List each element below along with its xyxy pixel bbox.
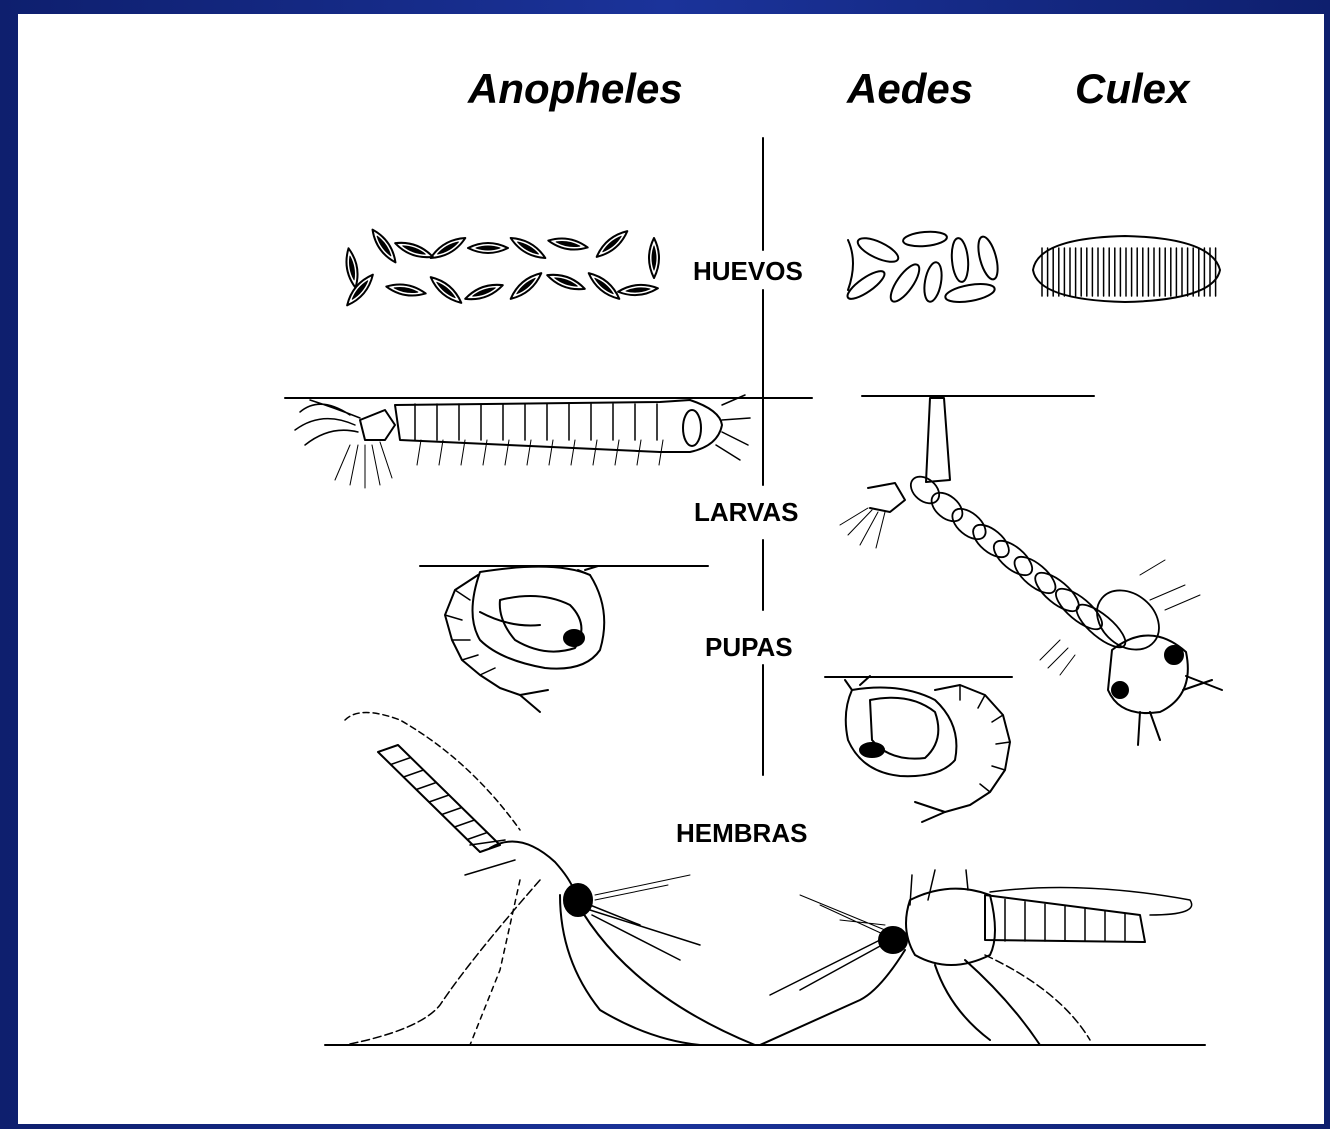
aedes-eggs bbox=[844, 230, 1001, 306]
genus-title-anopheles: Anopheles bbox=[468, 68, 683, 110]
stage-label-eggs: HUEVOS bbox=[691, 256, 805, 286]
genus-title-culex: Culex bbox=[1075, 68, 1189, 110]
stage-label-larvae: LARVAS bbox=[692, 497, 801, 527]
anopheles-female bbox=[345, 713, 755, 1046]
anopheles-larva bbox=[295, 395, 750, 488]
culex-egg-raft bbox=[1033, 236, 1220, 302]
anopheles-eggs bbox=[343, 227, 659, 309]
culex-larva bbox=[840, 398, 1222, 745]
genus-title-aedes: Aedes bbox=[847, 68, 973, 110]
culex-female bbox=[760, 870, 1192, 1045]
stage-label-pupae: PUPAS bbox=[703, 632, 795, 662]
anopheles-pupa bbox=[445, 566, 604, 712]
stage-label-females: HEMBRAS bbox=[674, 818, 809, 848]
aedes-pupa bbox=[845, 676, 1010, 822]
